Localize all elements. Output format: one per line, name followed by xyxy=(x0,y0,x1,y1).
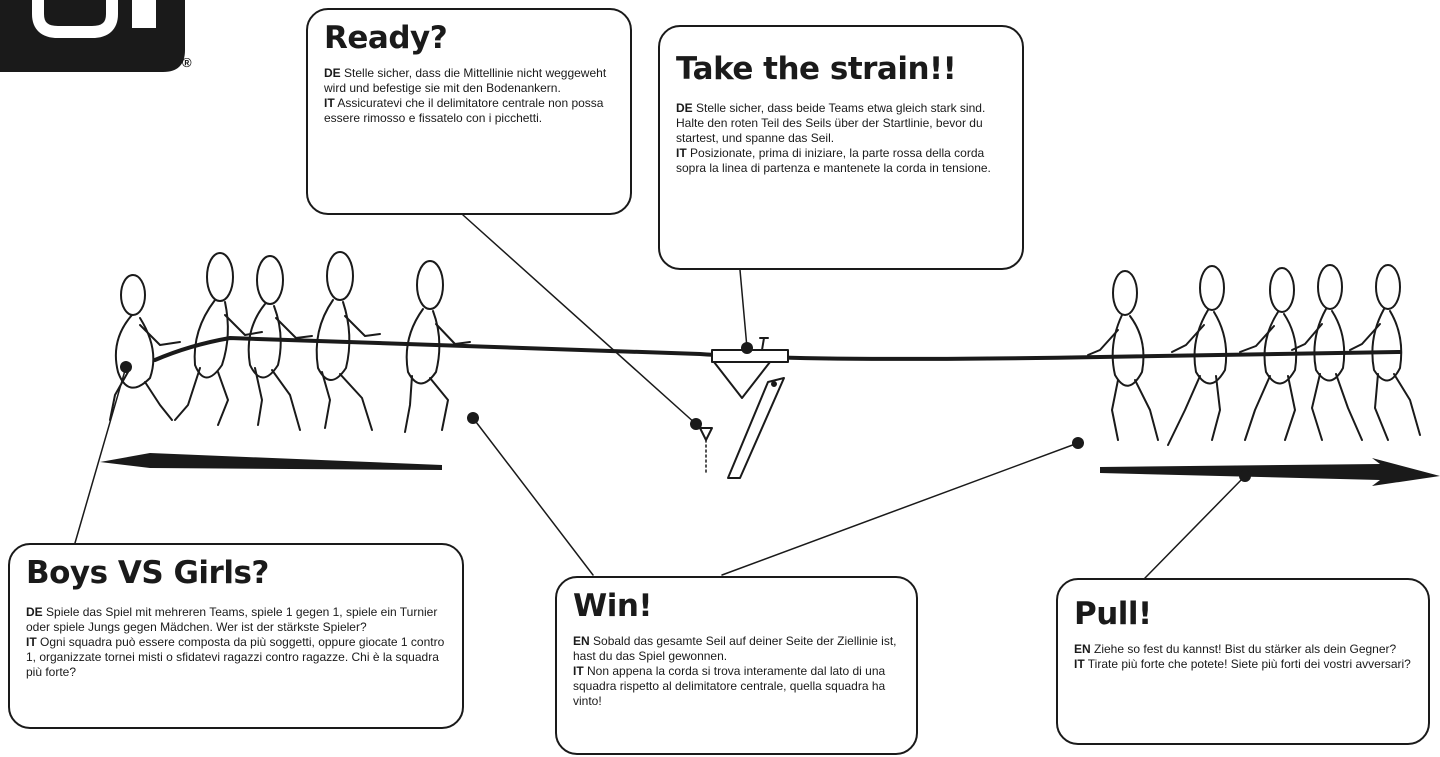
lang-code: EN xyxy=(1074,642,1091,656)
callout-win: Win! EN Sobald das gesamte Seil auf dein… xyxy=(555,576,918,755)
callout-pull: Pull! EN Ziehe so fest du kannst! Bist d… xyxy=(1056,578,1430,745)
left-player-5 xyxy=(404,260,471,433)
callout-line-en: EN Ziehe so fest du kannst! Bist du stär… xyxy=(1074,642,1412,657)
left-player-2 xyxy=(174,252,263,426)
registered-mark: ® xyxy=(182,55,192,70)
lang-code: DE xyxy=(676,101,693,115)
callout-text: Ziehe so fest du kannst! Bist du stärker… xyxy=(1094,642,1397,656)
callout-text: Stelle sicher, dass beide Teams etwa gle… xyxy=(676,101,986,145)
left-player-1 xyxy=(109,274,181,421)
callout-line-it: IT Non appena la corda si trova interame… xyxy=(573,664,900,709)
callout-title: Take the strain!! xyxy=(676,51,957,87)
callout-text: Assicuratevi che il delimitatore central… xyxy=(324,96,604,125)
callout-line-it: IT Posizionate, prima di iniziare, la pa… xyxy=(676,146,1006,176)
lang-code: IT xyxy=(676,146,687,160)
pointer-lines xyxy=(74,214,1246,579)
logo xyxy=(0,0,185,72)
pointer-dots xyxy=(120,342,1251,482)
callout-line-it: IT Ogni squadra può essere composta da p… xyxy=(26,635,446,680)
callout-text: Sobald das gesamte Seil auf deiner Seite… xyxy=(573,634,897,663)
right-player-5 xyxy=(1349,264,1421,441)
callout-text: Spiele das Spiel mit mehreren Teams, spi… xyxy=(26,605,438,634)
lang-code: IT xyxy=(324,96,335,110)
callout-text: Ogni squadra può essere composta da più … xyxy=(26,635,445,679)
right-player-4 xyxy=(1291,264,1363,441)
callout-title: Boys VS Girls? xyxy=(26,555,269,591)
lang-code: DE xyxy=(26,605,43,619)
callout-title: Pull! xyxy=(1074,596,1152,632)
callout-text: Tirate più forte che potete! Siete più f… xyxy=(1087,657,1411,671)
callout-text: Non appena la corda si trova interamente… xyxy=(573,664,886,708)
right-team xyxy=(1087,264,1421,446)
lang-code: IT xyxy=(573,664,584,678)
callout-line-it: IT Assicuratevi che il delimitatore cent… xyxy=(324,96,614,126)
center-marker xyxy=(699,337,789,479)
right-player-3 xyxy=(1239,267,1298,441)
callout-line-de: DE Spiele das Spiel mit mehreren Teams, … xyxy=(26,605,446,635)
callout-take-the-strain: Take the strain!! DE Stelle sicher, dass… xyxy=(658,25,1024,270)
right-player-2 xyxy=(1167,265,1228,446)
lang-code: IT xyxy=(1074,657,1085,671)
callout-text: Stelle sicher, dass die Mittellinie nich… xyxy=(324,66,607,95)
callout-line-de: DE Stelle sicher, dass beide Teams etwa … xyxy=(676,101,1006,146)
left-player-4 xyxy=(315,251,381,431)
lang-code: EN xyxy=(573,634,590,648)
lang-code: IT xyxy=(26,635,37,649)
left-player-3 xyxy=(247,255,313,431)
callout-title: Ready? xyxy=(324,20,448,56)
callout-title: Win! xyxy=(573,588,653,624)
callout-ready: Ready? DE Stelle sicher, dass die Mittel… xyxy=(306,8,632,215)
callout-text: Posizionate, prima di iniziare, la parte… xyxy=(676,146,991,175)
lang-code: DE xyxy=(324,66,341,80)
right-player-1 xyxy=(1087,270,1159,441)
right-arrow xyxy=(1100,458,1440,486)
callout-boys-vs-girls: Boys VS Girls? DE Spiele das Spiel mit m… xyxy=(8,543,464,729)
callout-line-de: DE Stelle sicher, dass die Mittellinie n… xyxy=(324,66,614,96)
left-arrow xyxy=(100,453,442,470)
callout-line-it: IT Tirate più forte che potete! Siete pi… xyxy=(1074,657,1412,672)
callout-line-en: EN Sobald das gesamte Seil auf deiner Se… xyxy=(573,634,900,664)
left-team xyxy=(109,251,471,433)
